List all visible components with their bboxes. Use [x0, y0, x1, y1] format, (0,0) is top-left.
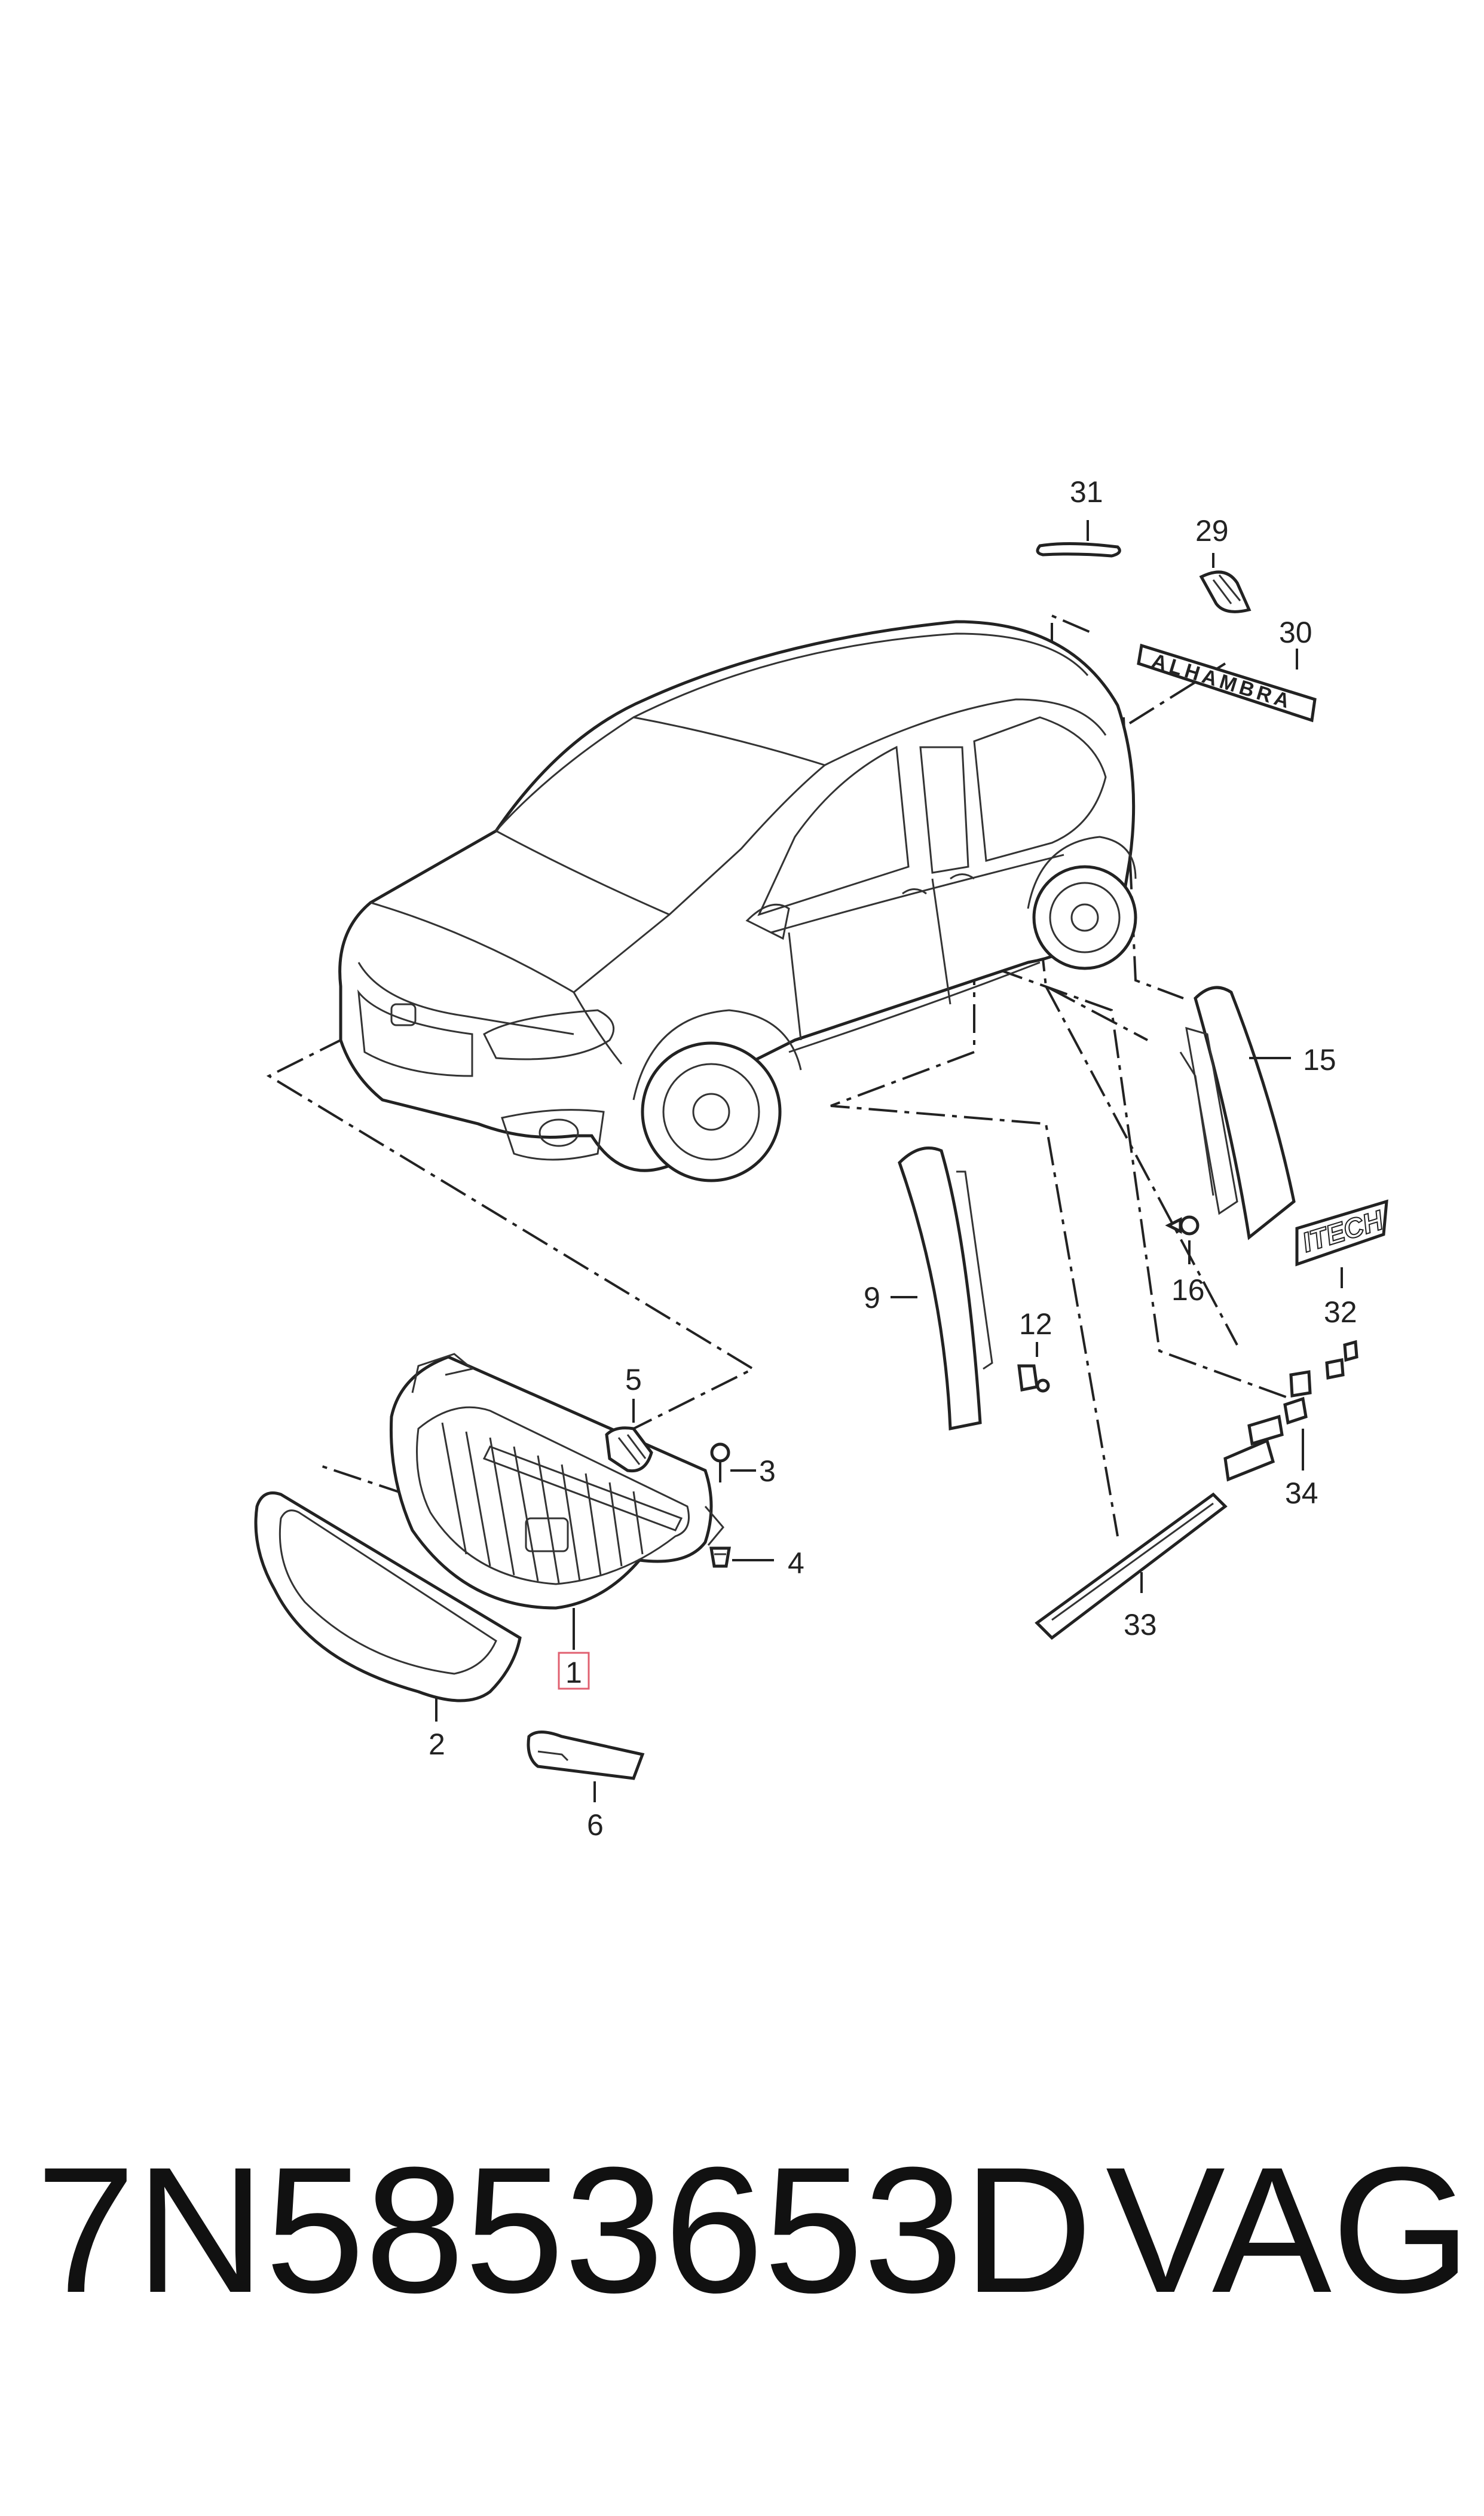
callout-1: 1: [565, 1656, 582, 1689]
callout-33: 33: [1124, 1608, 1157, 1641]
part-1-radiator-grille: [389, 1353, 724, 1690]
part-3-screw: [710, 1442, 756, 1482]
part-30-model-lettering: ALHAMBRA: [1137, 643, 1317, 723]
part-2-grille-frame: [254, 1491, 522, 1722]
callout-16: 16: [1171, 1273, 1205, 1307]
callout-4: 4: [788, 1546, 804, 1580]
callout-6: 6: [587, 1808, 604, 1842]
part-5-emblem: [605, 1399, 653, 1473]
callout-31: 31: [1070, 475, 1103, 509]
part-15-pillar-trim: [1179, 986, 1296, 1240]
part-9-pillar-trim: [891, 1147, 993, 1431]
lettering-text: ALHAMBRA: [1149, 649, 1296, 714]
callout-34: 34: [1285, 1476, 1318, 1510]
part-32-trim-badge: ITECH: [1295, 1199, 1388, 1288]
callout-12: 12: [1019, 1307, 1052, 1341]
brand-name: VAG: [1106, 2129, 1471, 2330]
callout-5: 5: [625, 1363, 642, 1396]
callout-labels: 1 2 3 4 5 6 9 12 15 16 29 30 31 32 33 34: [429, 475, 1357, 1842]
part-6-bracket: [527, 1731, 645, 1802]
part-4-clip: [709, 1546, 774, 1568]
part-12-clip: [1017, 1342, 1050, 1393]
part-number: 7N5853653D: [36, 2129, 1093, 2330]
callout-9: 9: [864, 1281, 880, 1314]
part-34-lettering-set: [1223, 1340, 1358, 1482]
part-33-sill-strip: [1035, 1492, 1228, 1640]
part-16-clip: [1165, 1215, 1200, 1264]
callout-1-highlight-box: [558, 1652, 590, 1690]
part-31-roof-trim: [1036, 520, 1121, 558]
callout-30: 30: [1279, 616, 1312, 649]
callout-2: 2: [429, 1728, 445, 1761]
callout-32: 32: [1324, 1295, 1357, 1329]
callout-3: 3: [759, 1454, 776, 1488]
callout-29: 29: [1195, 514, 1229, 548]
part-29-badge: [1199, 553, 1252, 613]
car-body-illustration: [338, 620, 1137, 1182]
callout-15: 15: [1303, 1043, 1336, 1077]
